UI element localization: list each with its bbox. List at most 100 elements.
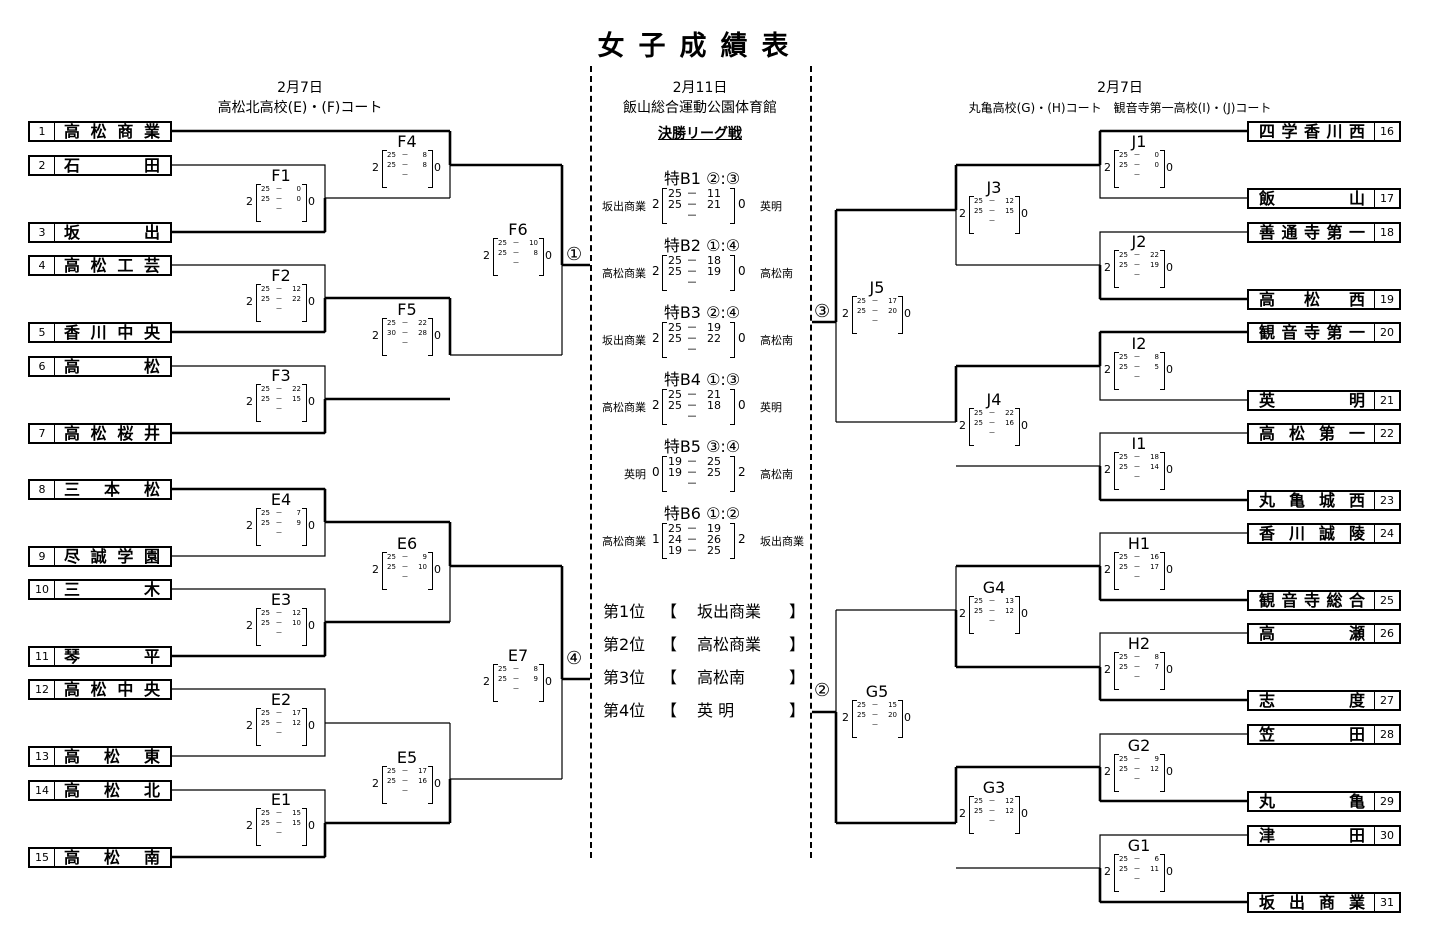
set-score-a: 25 [261,285,270,293]
set-score-a: 25 [974,597,983,605]
score-bracket [1160,854,1165,892]
match-label: F5 [397,300,417,319]
set-score-a: 25 [261,709,270,717]
set-score-b: 9 [1154,755,1159,763]
rank-team: 英 明 [697,701,735,720]
team-number: 11 [30,648,55,665]
sets-won: 2 [372,161,379,174]
page-title: 女子成績表 [597,31,803,62]
set-score-b: 22 [292,385,301,393]
score-bracket [1160,452,1165,490]
team-number: 26 [1374,625,1399,642]
set-score-a: 25 [387,161,396,169]
set-dash: － [686,343,698,356]
sets-lost: 0 [308,819,315,832]
set-dash: － [275,819,283,827]
team-number: 23 [1374,492,1399,509]
set-score-b: 13 [1005,597,1014,605]
score-bracket [662,188,667,224]
team-number: 15 [30,849,55,866]
sets-won: 2 [1104,765,1111,778]
set-dash: － [1133,663,1141,671]
set-dash: － [1133,453,1141,461]
set-score-b: 8 [533,249,538,257]
set-score-a: 25 [498,239,507,247]
set-score-b: 0 [1154,161,1159,169]
team-name: 飯山 [1259,189,1365,208]
set-score-a: 24 [668,533,682,546]
set-dash: － [275,729,283,737]
set-dash: － [275,519,283,527]
set-dash: － [988,409,996,417]
sets-won: 2 [1104,363,1111,376]
set-score-b: 12 [292,609,301,617]
match-label: E6 [396,534,418,553]
set-score-b: 9 [533,675,538,683]
score-bracket [1015,596,1020,634]
sets-lost: 0 [308,195,315,208]
match-label: H2 [1127,634,1151,653]
set-dash: － [1133,563,1141,571]
set-dash: － [686,410,698,423]
set-score-b: 21 [707,198,721,211]
sets-won: 2 [246,719,253,732]
match-label: F3 [271,366,291,385]
right-team: 英明 [760,401,782,414]
left-team: 高松商業 [602,535,646,548]
set-score-b: 11 [1150,865,1159,873]
score-bracket [1114,552,1119,590]
rank-open-bracket: 【 [661,668,678,687]
score-bracket [852,700,857,738]
center-header: 2月11日 飯山総合運動公園体育館 決勝リーグ戦 [560,78,840,144]
set-score-b: 19 [707,321,721,334]
score-bracket [1160,652,1165,690]
set-score-a: 25 [1119,563,1128,571]
sets-lost: 0 [434,329,441,342]
set-score-a: 25 [1119,151,1128,159]
score-bracket [256,184,261,222]
set-dash: － [686,198,698,211]
set-score-a: 25 [261,185,270,193]
set-dash: － [512,685,520,693]
center-venue: 飯山総合運動公園体育館 [623,100,777,116]
set-score-a: 25 [974,807,983,815]
set-dash: － [275,629,283,637]
seed-marker: ① [566,244,583,265]
set-score-a: 25 [668,265,682,278]
set-score-b: 12 [1150,765,1159,773]
sets-lost: 0 [904,307,911,320]
set-dash: － [1133,755,1141,763]
set-dash: － [401,553,409,561]
set-score-b: 0 [296,195,301,203]
team-number: 30 [1374,827,1399,844]
sets-right: 0 [738,331,746,345]
team-number: 24 [1374,525,1399,542]
set-dash: － [401,767,409,775]
team-number: 7 [30,425,55,442]
set-score-a: 25 [857,297,866,305]
sets-won: 2 [246,519,253,532]
set-score-a: 25 [1119,261,1128,269]
score-bracket [493,664,498,702]
score-bracket [1160,352,1165,390]
sets-lost: 0 [1166,765,1173,778]
set-dash: － [1133,473,1141,481]
team-name: 琴平 [64,647,160,666]
left-team: 高松商業 [602,401,646,414]
round-robin-label: 特B4 ①:③ [663,370,741,389]
match-label: J3 [986,178,1002,197]
score-bracket [256,608,261,646]
set-dash: － [1133,151,1141,159]
